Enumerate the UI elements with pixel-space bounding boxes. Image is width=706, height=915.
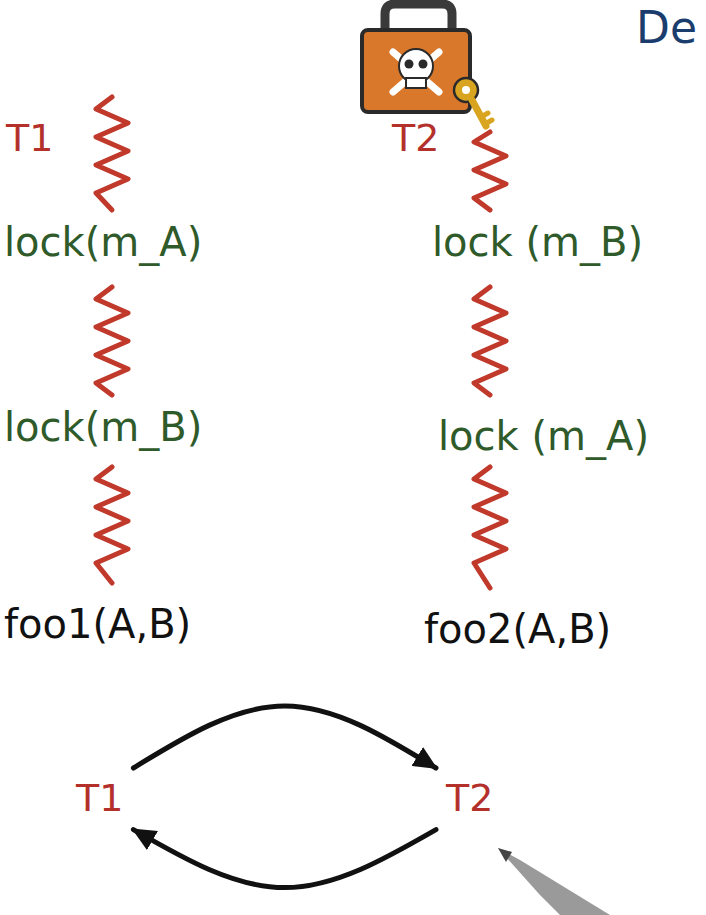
thread-name: T1 [76, 776, 123, 822]
key-icon [454, 78, 492, 126]
lock-call: lock (m_B) [432, 218, 643, 266]
thread-squiggle [96, 97, 128, 210]
pen-tip [498, 848, 610, 915]
lock-call: lock (m_A) [438, 412, 649, 460]
thread-squiggle [474, 132, 506, 210]
thread-name: T2 [392, 116, 439, 162]
lock-call: lock(m_B) [4, 403, 202, 451]
thread-node: T1 [62, 768, 137, 830]
thread-squiggle [96, 467, 128, 583]
function-call: foo1(A,B) [4, 600, 191, 648]
thread-node: T2 [432, 768, 507, 830]
thread-name: T1 [6, 116, 53, 162]
wait-arrow [133, 706, 436, 768]
thread-name: T2 [446, 776, 493, 822]
thread-squiggle [96, 287, 128, 395]
padlock-icon [362, 4, 470, 112]
thread-squiggle [474, 467, 506, 588]
function-call: foo2(A,B) [424, 605, 611, 653]
heading: De [636, 2, 697, 55]
wait-arrow [133, 830, 436, 888]
thread-squiggle [474, 287, 506, 395]
thread-squiggles [96, 97, 506, 588]
lock-call: lock(m_A) [4, 218, 202, 266]
